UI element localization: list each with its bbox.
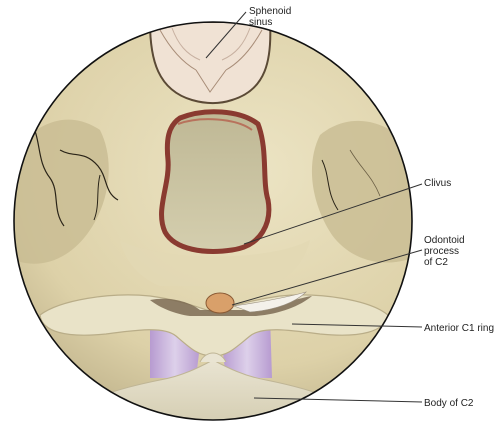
label-odontoid-process: Odontoid process of C2: [424, 235, 465, 268]
leader-body-of-c2: [253, 397, 423, 403]
clivus-cavity: [159, 109, 272, 254]
leader-lines: [205, 11, 423, 403]
odontoid-process: [150, 291, 312, 316]
sphenoid-sinus: [148, 22, 272, 104]
leader-sphenoid-sinus: [205, 11, 247, 59]
right-fissure-2: [349, 149, 381, 197]
leader-clivus: [243, 183, 423, 245]
left-lateral-shadow: [14, 119, 109, 264]
leader-anterior-c1-ring: [291, 323, 423, 328]
left-fissure: [59, 149, 119, 201]
label-anterior-c1-ring: Anterior C1 ring: [424, 323, 495, 334]
leader-odontoid-process: [231, 249, 423, 306]
field-of-view-outline: [13, 21, 413, 421]
left-suture-line: [29, 119, 65, 227]
label-clivus: Clivus: [424, 178, 452, 189]
right-fissure: [321, 159, 339, 211]
left-fissure-2: [93, 174, 101, 221]
right-lateral-shadow: [311, 120, 412, 263]
clival-ridge: [120, 240, 310, 286]
label-body-of-c2: Body of C2: [424, 398, 474, 409]
label-sphenoid-sinus: Sphenoid sinus: [249, 6, 292, 28]
